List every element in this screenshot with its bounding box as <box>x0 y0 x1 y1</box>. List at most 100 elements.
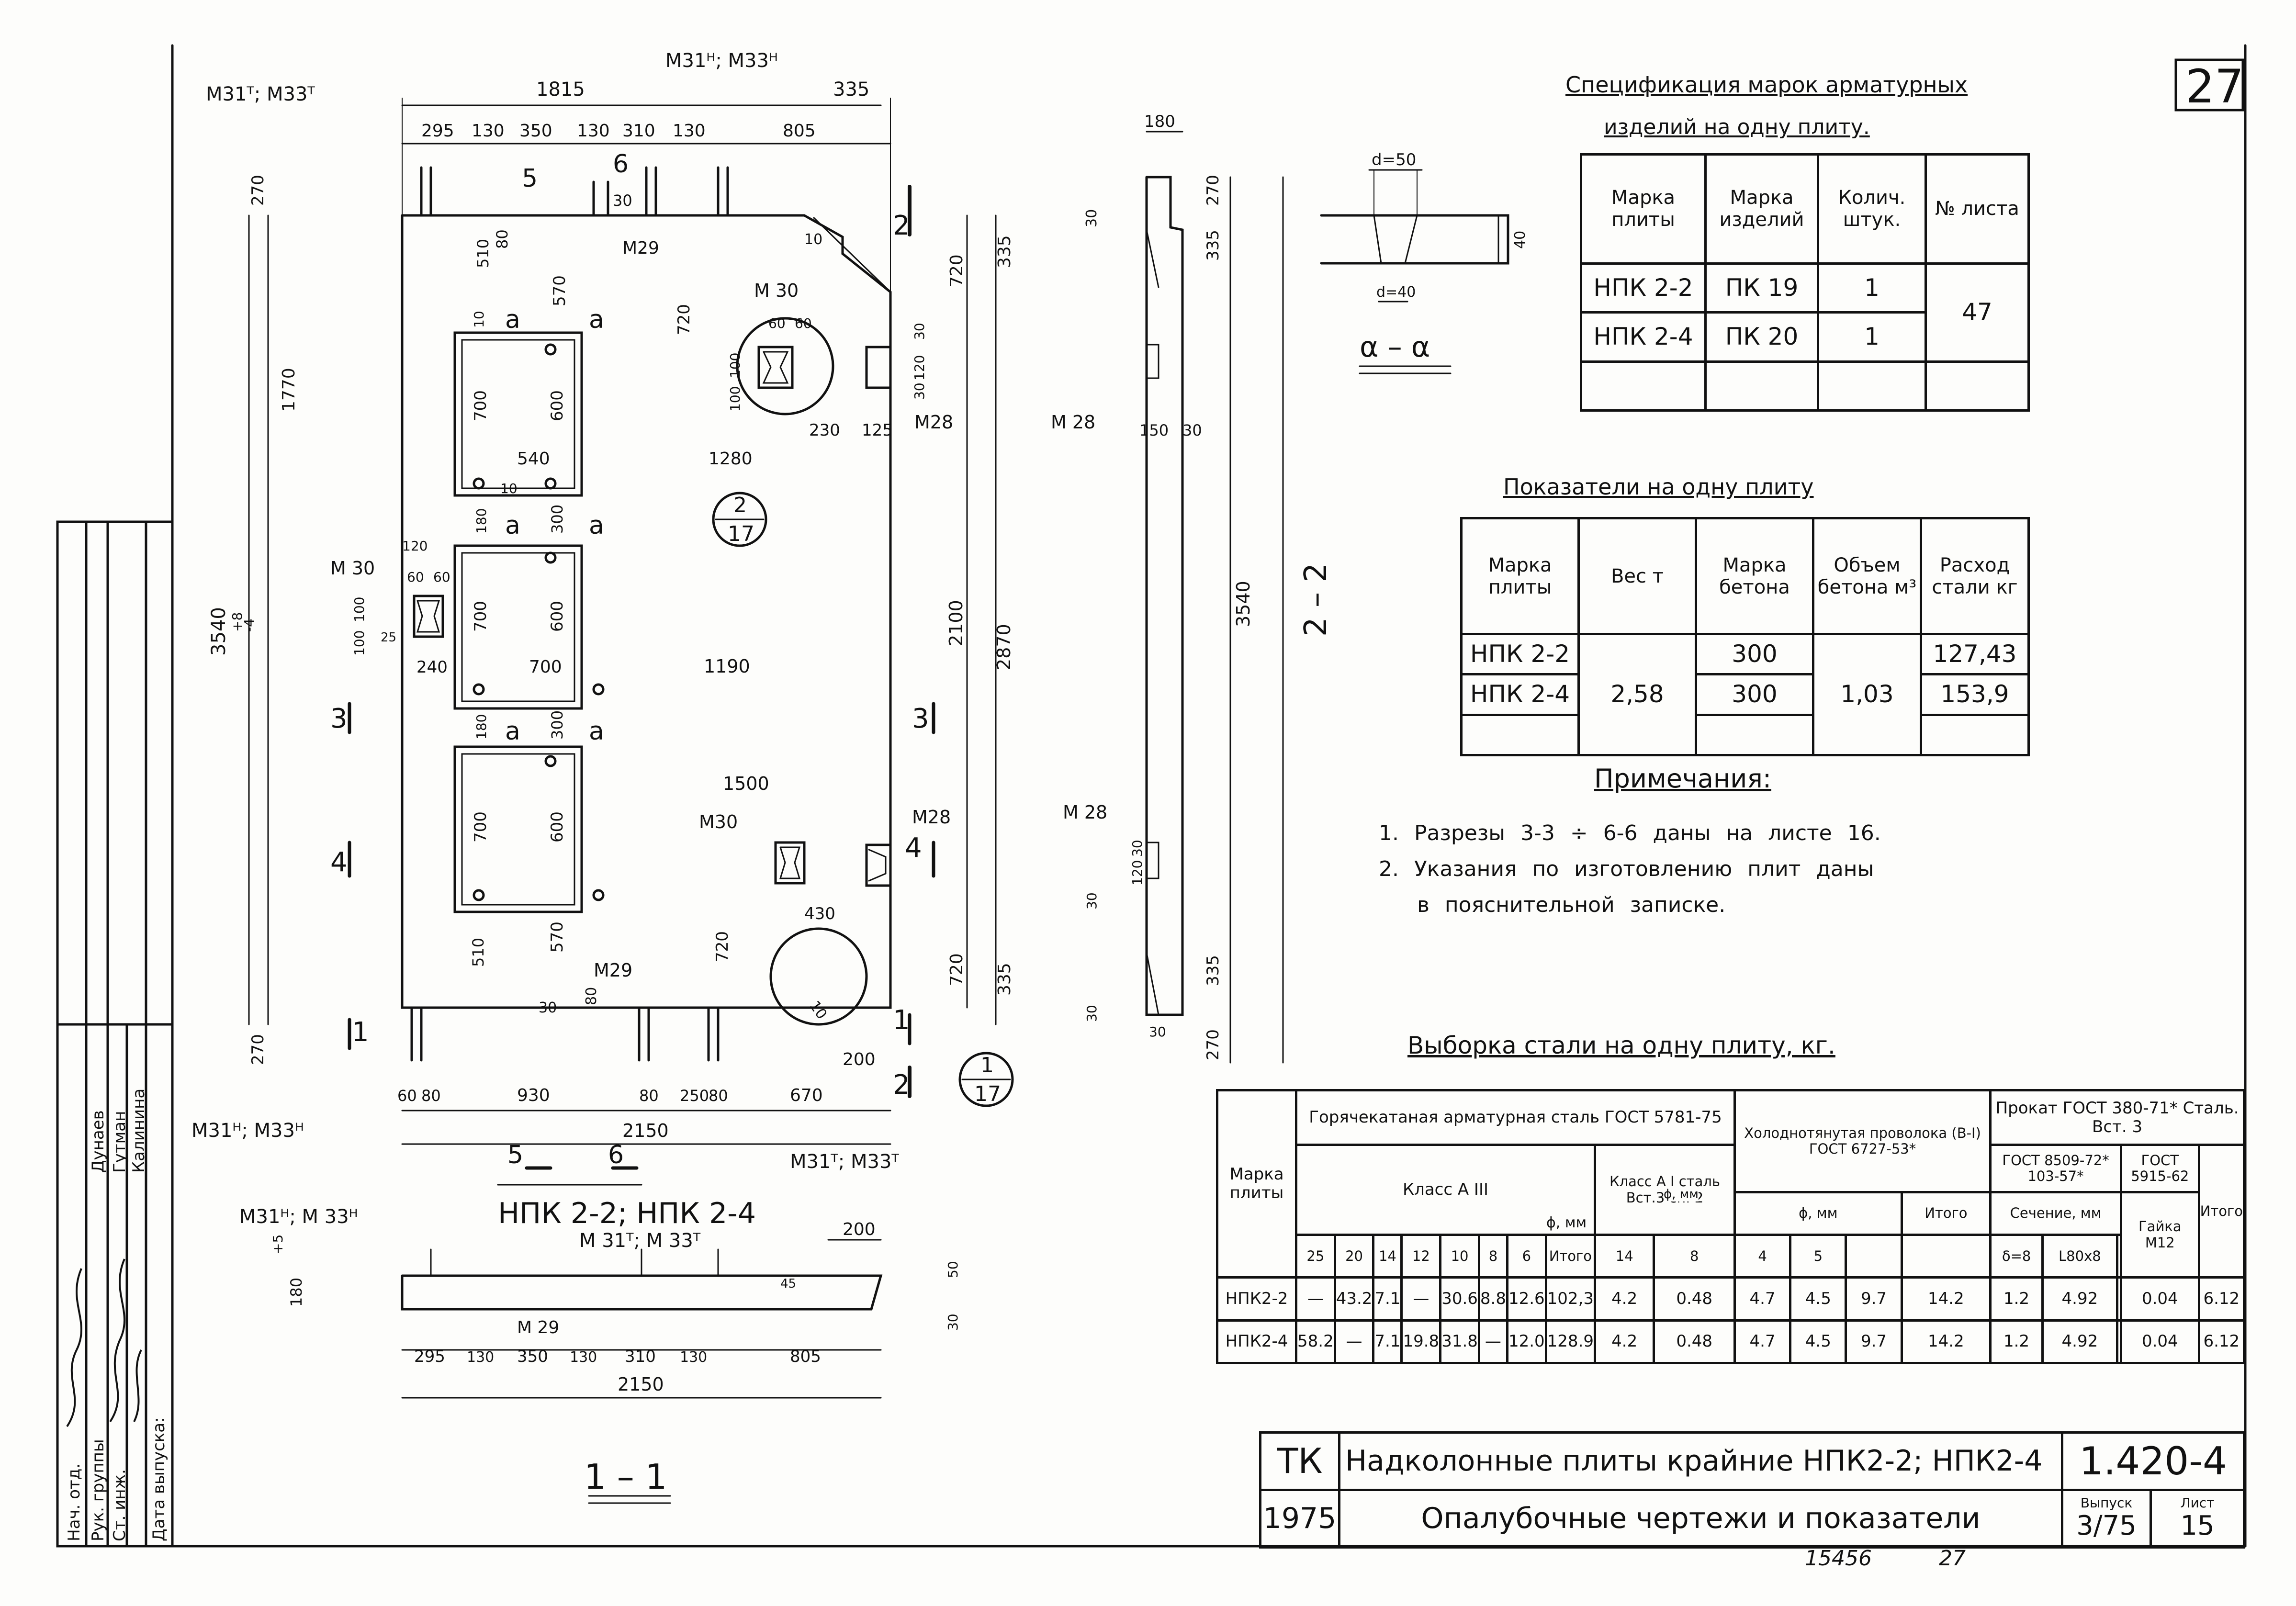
dim-2150: 2150 <box>622 1120 669 1141</box>
steel-row1-sec-angle: 4.92 <box>2041 1276 2118 1322</box>
cut-2-bottom: 2 <box>893 1069 910 1101</box>
s11-dim-45: 45 <box>780 1277 796 1291</box>
steel-header-hot: Горячекатаная арматурная сталь ГОСТ 5781… <box>1295 1089 1736 1146</box>
ind-header-plate: Марка плиты <box>1460 517 1580 636</box>
dim-510-top: 510 <box>474 239 492 268</box>
stamp-name-3: Калинина <box>129 1088 148 1173</box>
steel-row2-sec-plate: 1.2 <box>1989 1319 2044 1365</box>
s11-caption: 1 – 1 <box>584 1457 667 1497</box>
s11-dim-50: 50 <box>945 1261 961 1278</box>
spec-table: Марка плиты Марка изделий Колич. штук. №… <box>1580 153 2030 412</box>
spec-header-item: Марка изделий <box>1704 153 1819 265</box>
tolerance-plus: +8 <box>229 612 245 632</box>
note-item-3: в пояснительной записке. <box>1417 893 1726 917</box>
sec22-dim-30-d: 30 <box>1084 892 1100 910</box>
dim-805: 805 <box>783 121 816 141</box>
title-block-issue-label: Выпуск <box>2080 1495 2133 1511</box>
dim-10-corner: 10 <box>804 231 822 248</box>
steel-row1-d25: — <box>1295 1276 1336 1322</box>
s11-dim-180: 180 <box>287 1278 305 1307</box>
dim-60-b: 60 <box>795 315 812 331</box>
s11-dim-30: 30 <box>945 1314 961 1331</box>
s11-dim-295: 295 <box>414 1347 445 1366</box>
steel-row1-nut: 0.04 <box>2120 1276 2200 1322</box>
dim-230: 230 <box>809 421 840 440</box>
steel-header-rolled: Прокат ГОСТ 380-71* Сталь. Вст. 3 <box>1989 1089 2245 1146</box>
steel-row1-cold-total: 14.2 <box>1900 1276 1992 1322</box>
sec22-m28-top: M 28 <box>1051 412 1095 433</box>
section-aa-d50: d=50 <box>1372 150 1416 169</box>
dim-250: 250 <box>680 1087 709 1105</box>
dim-1500: 1500 <box>723 773 769 794</box>
s11-left-tags: M31ᴴ; M 33ᴴ <box>239 1206 358 1228</box>
dim-510-bot: 510 <box>469 938 487 967</box>
dim-540: 540 <box>517 449 550 469</box>
ind-empty-cell <box>1460 713 1580 757</box>
dim-720-bot: 720 <box>713 931 732 962</box>
steel-diam-10: 10 <box>1439 1234 1480 1279</box>
title-block-sheet-label: Лист <box>2180 1495 2215 1511</box>
steel-row1-b-empty: 9.7 <box>1845 1276 1903 1322</box>
s11-dim-350: 350 <box>517 1347 548 1366</box>
steel-row1-plate: НПК2-2 <box>1216 1276 1297 1322</box>
spec-row2-plate: НПК 2-4 <box>1580 311 1707 363</box>
steel-diam-8: 8 <box>1477 1234 1508 1279</box>
stamp-role-group: Рук. группы <box>89 1439 108 1541</box>
sec22-dim-30-e: 30 <box>1084 1005 1100 1022</box>
ind-weight: 2,58 <box>1577 633 1697 756</box>
ind-header-volume: Объем бетона м³ <box>1812 517 1922 636</box>
m28-bottom: M28 <box>912 807 951 828</box>
dim-80-bot: 80 <box>583 987 600 1005</box>
dim-700-3: 700 <box>471 811 490 842</box>
dim-25-l: 25 <box>381 630 396 645</box>
dim-180-a: 180 <box>473 508 489 534</box>
steel-row1-d12: — <box>1400 1276 1442 1322</box>
dim-570-top: 570 <box>550 275 569 306</box>
steel-header-cold: Холоднотянутая проволока (В-I) ГОСТ 6727… <box>1733 1089 1992 1193</box>
dim-80-b2: 80 <box>639 1087 659 1105</box>
steel-row2-nut: 0.04 <box>2120 1319 2200 1365</box>
steel-diam-25: 25 <box>1295 1234 1336 1279</box>
sec22-dim-30-c: 30 <box>1129 840 1145 857</box>
spec-empty-cell <box>1704 360 1819 412</box>
spec-header-qty: Колич. штук. <box>1817 153 1927 265</box>
steel-row2-subtotal: 128.9 <box>1544 1319 1597 1365</box>
section-aa-caption: α – α <box>1360 330 1430 364</box>
steel-row1-sec-plate: 1.2 <box>1989 1276 2044 1322</box>
s11-right-tags: M 31ᵀ; M 33ᵀ <box>579 1230 701 1252</box>
dim-10-a: 10 <box>471 311 487 328</box>
steel-row2-ai8: 0.48 <box>1653 1319 1736 1365</box>
sec22-dim-180: 180 <box>1144 112 1175 131</box>
title-block-sheet: 15 <box>2180 1510 2215 1542</box>
steel-row2-cold-total: 14.2 <box>1900 1319 1992 1365</box>
sec22-dim-335-b: 335 <box>1204 955 1223 986</box>
title-block-issue-cell: Выпуск 3/75 <box>2061 1489 2152 1549</box>
dim-335-r2: 335 <box>995 963 1014 996</box>
section-aa-40: 40 <box>1512 231 1529 249</box>
stamp-role-head: Нач. отд. <box>65 1463 84 1541</box>
stamp-name-1: Дунаев <box>89 1110 108 1173</box>
note-item-2: 2. Указания по изготовлению плит даны <box>1379 857 1874 881</box>
s11-tolerance: +5 <box>270 1235 286 1254</box>
spec-empty-cell <box>1580 360 1707 412</box>
cut-2-right: 2 <box>893 210 910 241</box>
spec-empty-cell <box>1925 360 2030 412</box>
dim-3540-left: 3540 <box>208 607 230 656</box>
window-mark-a-1: a <box>505 305 520 334</box>
steel-row2-sec-empty <box>2116 1319 2123 1365</box>
dim-125: 125 <box>862 421 893 440</box>
cut-1-left: 1 <box>352 1017 369 1048</box>
steel-row2-ai14: 4.2 <box>1594 1319 1655 1365</box>
dim-270-bot: 270 <box>248 1034 268 1065</box>
indicators-title: Показатели на одну плиту <box>1503 474 1814 500</box>
ind-header-steel: Расход стали кг <box>1920 517 2030 636</box>
bottom-number-1: 15456 <box>1805 1546 1872 1571</box>
steel-phi-ai-label: ϕ, мм <box>1664 1187 1699 1202</box>
s11-dim-130c: 130 <box>680 1349 707 1366</box>
spec-row2-item: ПК 20 <box>1704 311 1819 363</box>
ind-header-concrete: Марка бетона <box>1695 517 1814 636</box>
steel-header-class3: Класс A III <box>1294 1144 1597 1236</box>
label-bottom-right-tags: M31ᵀ; M33ᵀ <box>790 1151 899 1173</box>
stamp-name-2: Гутман <box>110 1111 129 1173</box>
